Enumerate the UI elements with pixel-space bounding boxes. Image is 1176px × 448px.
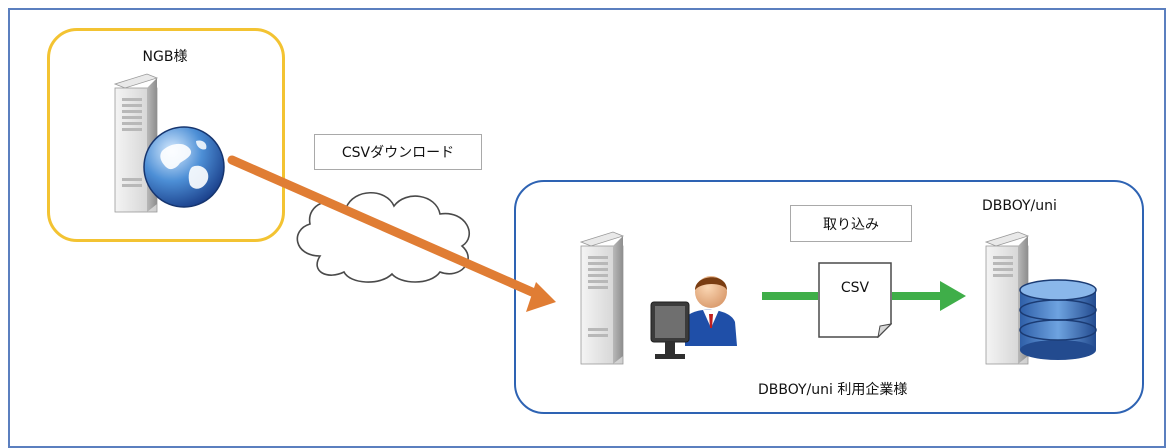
client-label: DBBOY/uni 利用企業様	[758, 382, 908, 398]
globe-icon	[143, 126, 225, 208]
ngb-group-box	[47, 28, 285, 242]
cloud-icon	[296, 192, 470, 283]
dbboy-label: DBBOY/uni	[982, 198, 1057, 214]
csv-document-icon	[818, 262, 892, 338]
database-server-icon	[984, 231, 1097, 365]
csv-file-label: CSV	[840, 280, 870, 296]
import-callout: 取り込み	[790, 205, 912, 242]
import-arrow	[762, 281, 966, 311]
user-at-computer-icon	[650, 276, 737, 359]
client-group-box	[514, 180, 1144, 414]
download-arrow	[227, 155, 556, 312]
ngb-label: NGB様	[142, 49, 188, 65]
arrows-layer	[227, 155, 966, 312]
server-icon	[579, 231, 625, 365]
csv-download-callout: CSVダウンロード	[314, 134, 482, 170]
